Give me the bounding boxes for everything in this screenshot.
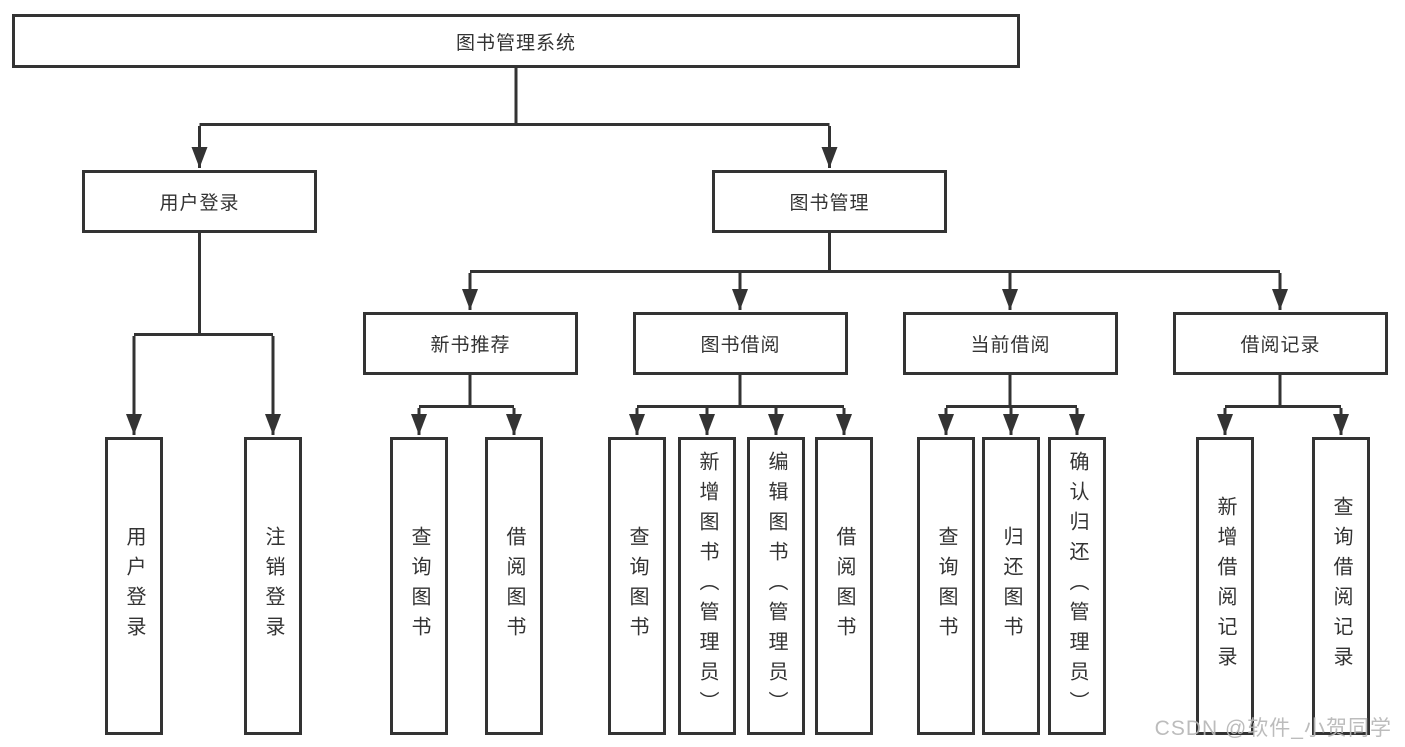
leaf-label: 借阅图书 <box>833 526 855 646</box>
node-label: 借阅记录 <box>1240 335 1321 356</box>
leaf-return-books: 归还图书 <box>982 437 1040 735</box>
leaf-query-books-borrowing: 查询图书 <box>608 437 666 735</box>
node-library-management-system: 图书管理系统 <box>12 14 1020 68</box>
node-label: 新书推荐 <box>430 335 511 356</box>
leaf-confirm-return-admin: 确认归还（管理员） <box>1048 437 1106 735</box>
leaf-label: 新增图书（管理员） <box>696 451 718 721</box>
node-new-book-recommendation: 新书推荐 <box>363 312 578 375</box>
leaf-label: 新增借阅记录 <box>1214 496 1236 676</box>
node-book-management: 图书管理 <box>712 170 947 233</box>
csdn-watermark: CSDN @软件_小贺同学 <box>1154 717 1392 740</box>
leaf-query-books-recommend: 查询图书 <box>390 437 448 735</box>
leaf-label: 确认归还（管理员） <box>1066 451 1088 721</box>
leaf-user-login: 用户登录 <box>105 437 163 735</box>
leaf-label: 查询图书 <box>408 526 430 646</box>
leaf-label: 归还图书 <box>1000 526 1022 646</box>
node-borrowing-records: 借阅记录 <box>1173 312 1388 375</box>
leaf-borrow-books-recommend: 借阅图书 <box>485 437 543 735</box>
leaf-label: 借阅图书 <box>503 526 525 646</box>
node-label: 当前借阅 <box>970 335 1051 356</box>
leaf-label: 查询图书 <box>626 526 648 646</box>
leaf-label: 注销登录 <box>262 526 284 646</box>
leaf-edit-books-admin: 编辑图书（管理员） <box>747 437 805 735</box>
leaf-label: 查询借阅记录 <box>1330 496 1352 676</box>
node-label: 图书管理系统 <box>455 32 576 54</box>
leaf-query-borrowing-record: 查询借阅记录 <box>1312 437 1370 735</box>
leaf-borrow-books-borrowing: 借阅图书 <box>815 437 873 735</box>
leaf-add-borrowing-record: 新增借阅记录 <box>1196 437 1254 735</box>
leaf-label: 查询图书 <box>935 526 957 646</box>
node-book-borrowing: 图书借阅 <box>633 312 848 375</box>
leaf-label: 用户登录 <box>123 526 145 646</box>
node-label: 用户登录 <box>159 193 240 214</box>
node-user-login: 用户登录 <box>82 170 317 233</box>
leaf-label: 编辑图书（管理员） <box>765 451 787 721</box>
node-label: 图书借阅 <box>700 335 781 356</box>
leaf-logout: 注销登录 <box>244 437 302 735</box>
node-label: 图书管理 <box>789 193 870 214</box>
leaf-add-books-admin: 新增图书（管理员） <box>678 437 736 735</box>
leaf-query-books-current: 查询图书 <box>917 437 975 735</box>
node-current-borrowing: 当前借阅 <box>903 312 1118 375</box>
